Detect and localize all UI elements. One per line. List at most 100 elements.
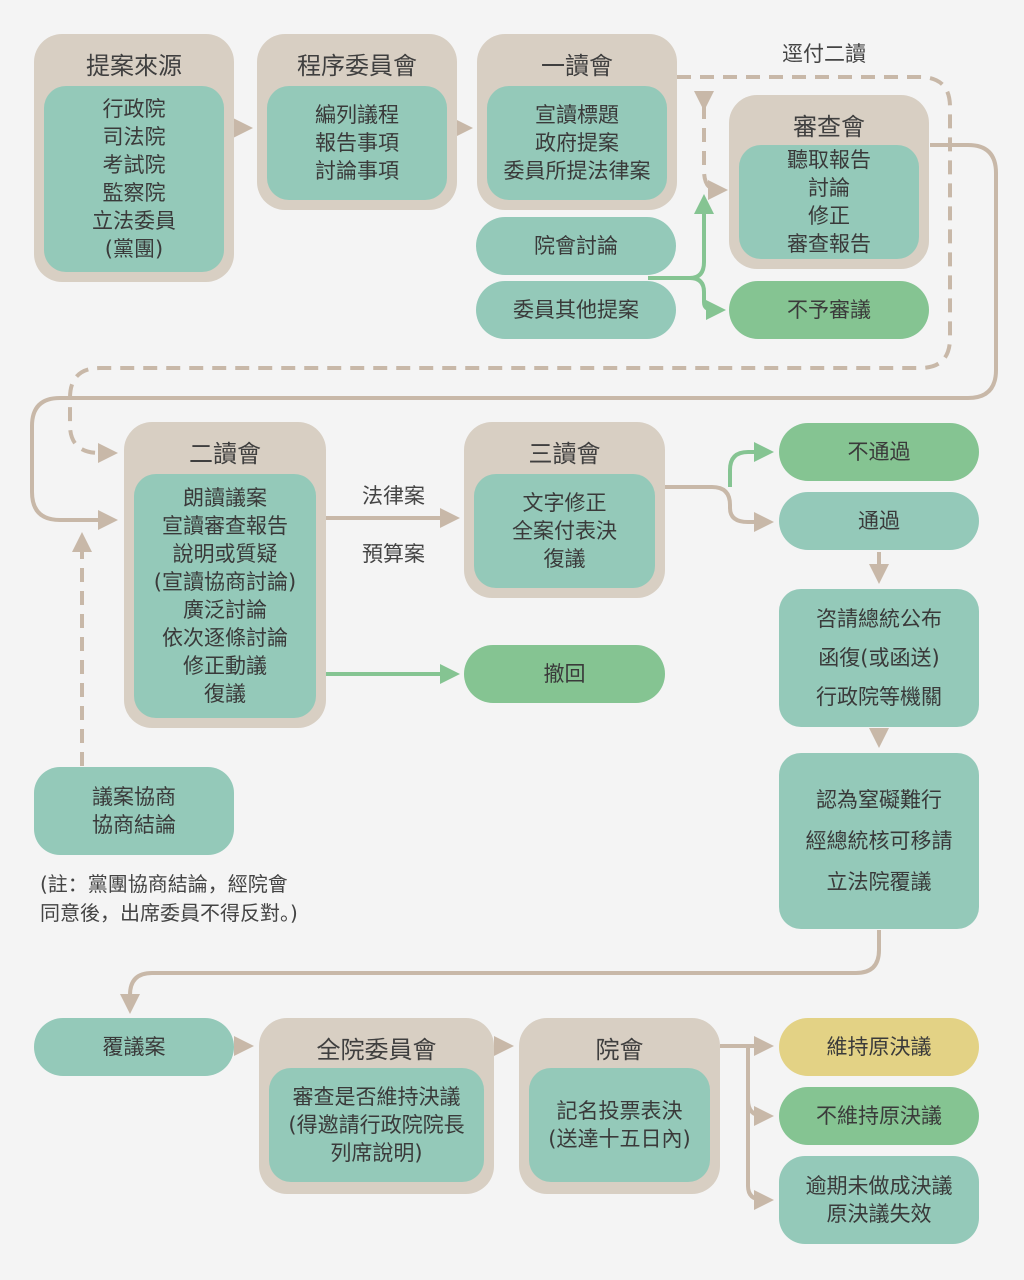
second-reading-item: (宣讀協商討論) [153,570,297,594]
whole-committee-item: 列席說明) [330,1141,423,1165]
review-meeting-list: 聽取報告 討論 修正 審查報告 [739,145,919,259]
fail-box: 不通過 [779,423,979,481]
second-reading-item: 宣讀審查報告 [162,514,288,538]
first-reading-list: 宣讀標題 政府提案 委員所提法律案 [487,86,667,200]
reconsider-request-item: 立法院覆議 [826,869,932,894]
first-reading-item: 政府提案 [535,131,619,155]
first-reading-item: 委員所提法律案 [503,159,651,183]
procedure-item: 編列議程 [315,103,399,127]
source-item: 立法委員 [92,209,176,233]
arrow-review-to-second [30,143,998,530]
maintain-decision-label: 維持原決議 [826,1035,932,1059]
other-proposals-box: 委員其他提案 [476,281,676,339]
review-item: 聽取報告 [787,148,871,172]
second-reading-item: 修正動議 [183,654,267,678]
pass-label: 通過 [858,509,900,533]
procedure-item: 報告事項 [315,131,399,155]
third-reading-item: 復議 [543,547,586,571]
review-meeting-box: 審查會 聽取報告 討論 修正 審查報告 [729,95,929,269]
arrow-third-to-pass [665,485,774,532]
not-maintain-decision-label: 不維持原決議 [816,1104,942,1128]
plenary-session-title: 院會 [595,1036,644,1064]
second-reading-title: 二讀會 [189,440,261,468]
note-line: 同意後，出席委員不得反對。) [40,901,298,925]
source-item: 監察院 [102,181,166,205]
proposal-source-box: 提案來源 行政院 司法院 考試院 監察院 立法委員 (黨團) [34,34,234,282]
third-reading-list: 文字修正 全案付表決 復議 [474,474,655,588]
source-item: 司法院 [102,125,166,149]
arrow-plenary-to-not-maintain [746,1046,774,1126]
review-meeting-title: 審查會 [793,113,865,141]
procedure-item: 討論事項 [315,159,399,183]
reconsider-request-item: 經總統核可移請 [805,828,953,853]
review-item: 修正 [808,204,850,228]
other-proposals-label: 委員其他提案 [513,298,639,322]
plenary-session-item: (送達十五日內) [548,1127,691,1151]
maintain-decision-box: 維持原決議 [779,1018,979,1076]
negotiation-note: (註：黨團協商結論，經院會 同意後，出席委員不得反對。) [40,870,298,928]
second-reading-item: 說明或質疑 [172,542,278,566]
reconsider-request-box: 認為窒礙難行 經總統核可移請 立法院覆議 [779,753,979,929]
third-reading-item: 全案付表決 [512,519,617,543]
budget-case-label: 預算案 [362,542,425,566]
third-reading-item: 文字修正 [522,491,607,515]
direct-second-reading-label: 逕付二讀 [782,42,866,66]
second-reading-box: 二讀會 朗讀議案 宣讀審查報告 說明或質疑 (宣讀協商討論) 廣泛討論 依次逐條… [124,422,326,728]
proposal-source-list: 行政院 司法院 考試院 監察院 立法委員 (黨團) [44,86,224,272]
whole-committee-list: 審查是否維持決議 (得邀請行政院院長 列席說明) [269,1068,484,1182]
procedure-committee-title: 程序委員會 [297,52,417,80]
second-reading-item: 依次逐條討論 [162,626,288,650]
arrow-plenary-to-overdue [746,1100,774,1210]
reconsider-case-label: 覆議案 [102,1035,166,1059]
negotiation-box: 議案協商 協商結論 [34,767,234,855]
source-item: 行政院 [102,97,166,121]
promulgate-item: 函復(或函送) [818,645,940,670]
procedure-committee-box: 程序委員會 編列議程 報告事項 討論事項 [257,34,457,210]
second-reading-item: 廣泛討論 [183,598,267,622]
promulgate-item: 行政院等機關 [816,684,942,709]
no-review-label: 不予審議 [787,298,871,322]
law-case-label: 法律案 [362,484,425,508]
overdue-box: 逾期未做成決議 原決議失效 [779,1156,979,1244]
whole-committee-item: (得邀請行政院院長 [288,1113,465,1137]
note-line: (註：黨團協商結論，經院會 [40,872,288,896]
second-reading-item: 復議 [204,682,246,706]
negotiation-item: 議案協商 [92,785,176,809]
withdraw-label: 撤回 [543,662,586,686]
review-item: 討論 [808,176,850,200]
first-reading-title: 一讀會 [541,52,613,80]
second-reading-item: 朗讀議案 [183,486,267,510]
arrow-first-to-review [694,91,728,200]
procedure-committee-list: 編列議程 報告事項 討論事項 [267,86,447,200]
first-reading-item: 宣讀標題 [535,103,619,127]
first-reading-box: 一讀會 宣讀標題 政府提案 委員所提法律案 [477,34,677,210]
plenary-session-list: 記名投票表決 (送達十五日內) [529,1068,710,1182]
arrow-third-to-fail [728,442,774,487]
withdraw-box: 撤回 [464,645,665,703]
review-item: 審查報告 [787,232,871,256]
fail-label: 不通過 [847,440,911,464]
source-item: 考試院 [102,153,166,177]
whole-committee-item: 審查是否維持決議 [292,1085,461,1109]
reconsider-request-item: 認為窒礙難行 [816,787,942,812]
arrow-request-to-case [120,930,881,1014]
plenary-discussion-label: 院會討論 [534,234,618,258]
overdue-item: 原決議失效 [826,1202,932,1226]
pass-box: 通過 [779,492,979,550]
no-review-box: 不予審議 [729,281,929,339]
whole-committee-box: 全院委員會 審查是否維持決議 (得邀請行政院院長 列席說明) [259,1018,494,1194]
not-maintain-decision-box: 不維持原決議 [779,1087,979,1145]
whole-committee-title: 全院委員會 [316,1036,437,1064]
third-reading-title: 三讀會 [528,440,601,468]
overdue-item: 逾期未做成決議 [805,1174,953,1198]
source-item: (黨團) [104,237,164,261]
third-reading-box: 三讀會 文字修正 全案付表決 復議 [464,422,665,598]
plenary-session-box: 院會 記名投票表決 (送達十五日內) [519,1018,720,1194]
promulgate-box: 咨請總統公布 函復(或函送) 行政院等機關 [779,589,979,727]
plenary-discussion-box: 院會討論 [476,217,676,275]
second-reading-list: 朗讀議案 宣讀審查報告 說明或質疑 (宣讀協商討論) 廣泛討論 依次逐條討論 修… [134,474,316,718]
proposal-source-title: 提案來源 [86,52,182,80]
arrow-direct-second-reading [68,75,952,463]
arrow-to-no-review-green [689,276,726,320]
